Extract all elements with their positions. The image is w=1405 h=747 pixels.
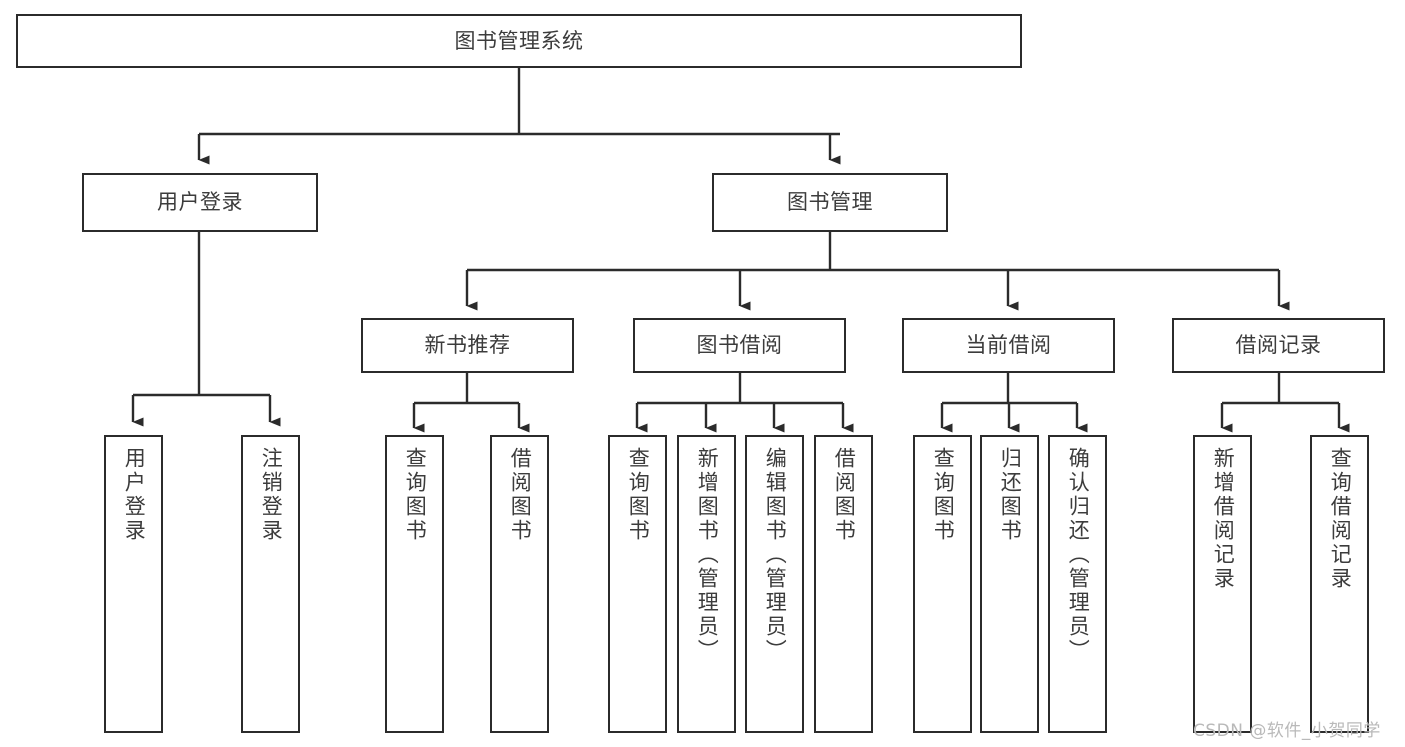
node-root-label: 图书管理系统 xyxy=(454,28,584,53)
node-borrow-record-label: 借阅记录 xyxy=(1235,333,1322,358)
node-leaf-user-login[interactable]: 用户登录 xyxy=(104,435,163,733)
node-book-manage[interactable]: 图书管理 xyxy=(712,173,948,232)
node-user-login[interactable]: 用户登录 xyxy=(82,173,318,232)
node-new-book-recommend-label: 新书推荐 xyxy=(424,333,511,358)
node-leaf-add-book-label: 新增图书（管理员） xyxy=(695,447,720,663)
node-book-borrow[interactable]: 图书借阅 xyxy=(633,318,846,373)
node-leaf-confirm-return[interactable]: 确认归还（管理员） xyxy=(1048,435,1107,733)
node-leaf-return-book[interactable]: 归还图书 xyxy=(980,435,1039,733)
node-leaf-logout-login[interactable]: 注销登录 xyxy=(241,435,300,733)
node-user-login-label: 用户登录 xyxy=(157,190,243,215)
node-leaf-user-login-label: 用户登录 xyxy=(122,447,147,543)
node-new-book-recommend[interactable]: 新书推荐 xyxy=(361,318,574,373)
node-leaf-query-book-3-label: 查询图书 xyxy=(931,447,956,543)
node-leaf-query-record[interactable]: 查询借阅记录 xyxy=(1310,435,1369,733)
node-leaf-query-book-2-label: 查询图书 xyxy=(626,447,651,543)
node-current-borrow-label: 当前借阅 xyxy=(965,333,1052,358)
node-leaf-edit-book-label: 编辑图书（管理员） xyxy=(763,447,788,663)
node-book-borrow-label: 图书借阅 xyxy=(696,333,783,358)
node-leaf-add-book[interactable]: 新增图书（管理员） xyxy=(677,435,736,733)
node-leaf-borrow-book-1[interactable]: 借阅图书 xyxy=(490,435,549,733)
node-leaf-query-book-1-label: 查询图书 xyxy=(403,447,428,543)
node-leaf-borrow-book-2-label: 借阅图书 xyxy=(832,447,857,543)
node-root[interactable]: 图书管理系统 xyxy=(16,14,1022,68)
node-leaf-borrow-book-2[interactable]: 借阅图书 xyxy=(814,435,873,733)
node-leaf-confirm-return-label: 确认归还（管理员） xyxy=(1066,447,1091,663)
node-leaf-query-book-3[interactable]: 查询图书 xyxy=(913,435,972,733)
csdn-watermark: CSDN @软件_小贺同学 xyxy=(1193,721,1381,741)
node-book-manage-label: 图书管理 xyxy=(787,190,873,215)
node-leaf-query-book-2[interactable]: 查询图书 xyxy=(608,435,667,733)
node-leaf-query-book-1[interactable]: 查询图书 xyxy=(385,435,444,733)
node-leaf-query-record-label: 查询借阅记录 xyxy=(1328,447,1353,591)
node-leaf-return-book-label: 归还图书 xyxy=(998,447,1023,543)
node-leaf-add-record[interactable]: 新增借阅记录 xyxy=(1193,435,1252,733)
node-leaf-logout-login-label: 注销登录 xyxy=(259,447,284,543)
node-borrow-record[interactable]: 借阅记录 xyxy=(1172,318,1385,373)
node-leaf-edit-book[interactable]: 编辑图书（管理员） xyxy=(745,435,804,733)
node-current-borrow[interactable]: 当前借阅 xyxy=(902,318,1115,373)
node-leaf-add-record-label: 新增借阅记录 xyxy=(1211,447,1236,591)
node-leaf-borrow-book-1-label: 借阅图书 xyxy=(508,447,533,543)
